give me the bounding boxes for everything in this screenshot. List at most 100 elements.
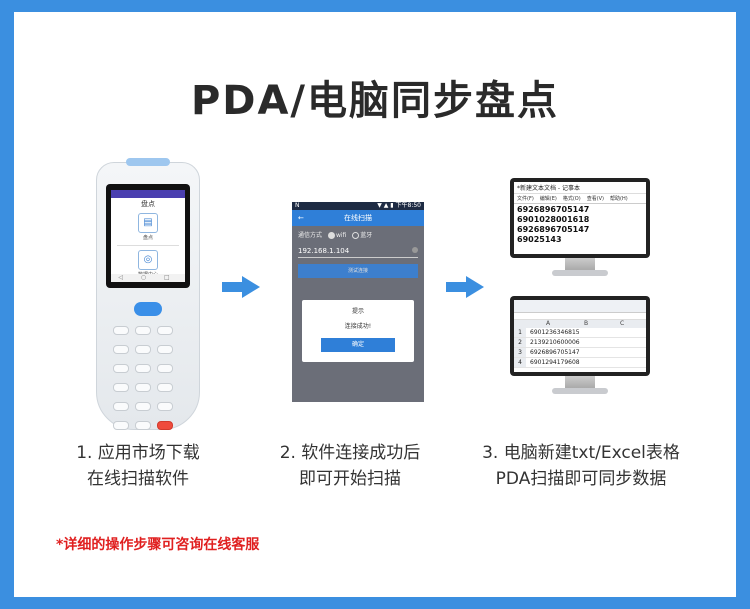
test-connection-button: 测试连接 (298, 264, 418, 278)
pda-screen: 盘点 ▤ 盘点 ◎ 数据中心 ◁ ○ □ (106, 184, 190, 288)
key (135, 364, 151, 373)
status-left: N (295, 202, 300, 209)
key (113, 421, 129, 430)
notepad-title: *新建文本文档 - 记事本 (514, 182, 646, 194)
radio-wifi (327, 232, 335, 239)
footnote: *详细的操作步骤可咨询在线客服 (56, 537, 260, 553)
monitor-base (552, 388, 608, 394)
phone-header: ← 在线扫描 (292, 210, 424, 226)
status-right: ▼ ▲ ▮ 下午8:50 (377, 202, 421, 209)
arrow-right-icon (222, 276, 260, 298)
key (157, 364, 173, 373)
pda-lcd: 盘点 ▤ 盘点 ◎ 数据中心 ◁ ○ □ (111, 190, 185, 282)
column-header: C (620, 320, 625, 327)
barcode-line: 6901028001618 (517, 215, 590, 224)
caption-line: 即可开始扫描 (299, 469, 401, 489)
excel-ribbon (514, 300, 646, 313)
key (113, 345, 129, 354)
menu-item: 帮助(H) (610, 196, 628, 202)
divider (117, 245, 179, 246)
monitor-base (552, 270, 608, 276)
content-panel: PDA/电脑同步盘点 盘点 ▤ 盘点 ◎ 数据中心 ◁ ○ □ (14, 12, 736, 597)
pda-nav-bar: ◁ ○ □ (111, 274, 185, 282)
key (157, 326, 173, 335)
pda-item-label: 盘点 (142, 235, 153, 241)
corner-cell (514, 320, 526, 328)
row-number: 3 (514, 348, 526, 357)
column-header-row: A B C (514, 320, 646, 328)
monitor-neck (565, 376, 595, 388)
row-number: 4 (514, 358, 526, 367)
phone-header-title: 在线扫描 (344, 214, 372, 222)
row-number: 2 (514, 338, 526, 347)
power-key (157, 421, 173, 430)
step3-caption: 3. 电脑新建txt/Excel表格 PDA扫描即可同步数据 (454, 440, 708, 492)
ip-value: 192.168.1.104 (298, 247, 350, 255)
keypad (110, 322, 186, 436)
comm-mode-row: 通信方式 wifi 蓝牙 (292, 226, 424, 243)
caption-line: 1. 应用市场下载 (76, 443, 200, 463)
page-title: PDA/电脑同步盘点 (190, 78, 560, 124)
monitor-frame: *新建文本文档 - 记事本 文件(F)编辑(E)格式(O)查看(V)帮助(H) … (510, 178, 650, 258)
notepad-menu: 文件(F) 编辑(E) 格式(O) 查看(V) 帮助(H) (514, 194, 646, 204)
key (113, 383, 129, 392)
step1-caption: 1. 应用市场下载 在线扫描软件 (48, 440, 228, 492)
comm-label: 通信方式 (298, 232, 323, 239)
caption-line: PDA扫描即可同步数据 (495, 469, 667, 489)
dialog-message: 连接成功! (344, 323, 372, 330)
key (135, 383, 151, 392)
pda-status-bar (111, 190, 185, 198)
cell-value: 2139210600006 (530, 339, 580, 346)
caption-line: 在线扫描软件 (87, 469, 189, 489)
cell-value: 6901294179608 (530, 359, 580, 366)
barcode-line: 6926896705147 (517, 205, 590, 214)
clear-icon (412, 247, 418, 253)
wifi-label: wifi (335, 232, 347, 239)
menu-item: 文件(F) (517, 196, 534, 202)
key (113, 402, 129, 411)
column-header: A (546, 320, 551, 327)
bluetooth-label: 蓝牙 (360, 232, 373, 239)
key (135, 345, 151, 354)
pda-app-title: 盘点 (141, 200, 155, 208)
phone-status-bar: N ▼ ▲ ▮ 下午8:50 (292, 202, 424, 210)
barcode-line: 6926896705147 (517, 225, 590, 234)
key (157, 345, 173, 354)
key (113, 326, 129, 335)
monitor-neck (565, 258, 595, 270)
monitor-notepad: *新建文本文档 - 记事本 文件(F)编辑(E)格式(O)查看(V)帮助(H) … (510, 178, 650, 284)
column-header: B (584, 320, 589, 327)
caption-line: 2. 软件连接成功后 (279, 443, 421, 463)
ip-field: 192.168.1.104 (298, 247, 418, 258)
key (135, 326, 151, 335)
success-dialog: 提示 连接成功! 确定 (302, 300, 414, 362)
dialog-ok-button: 确定 (321, 338, 395, 352)
step2-caption: 2. 软件连接成功后 即可开始扫描 (260, 440, 440, 492)
inventory-icon: ▤ (138, 213, 158, 233)
key (157, 402, 173, 411)
back-icon: ← (298, 214, 304, 222)
menu-item: 查看(V) (586, 196, 605, 202)
table-row: 4 6901294179608 (514, 358, 646, 368)
caption-line: 3. 电脑新建txt/Excel表格 (482, 443, 680, 463)
key (135, 421, 151, 430)
menu-item: 格式(O) (562, 196, 581, 202)
radio-bluetooth (352, 232, 360, 239)
pda-device-image: 盘点 ▤ 盘点 ◎ 数据中心 ◁ ○ □ (96, 158, 200, 430)
menu-item: 编辑(E) (539, 196, 557, 202)
cell-value: 6926896705147 (530, 349, 580, 356)
data-center-icon: ◎ (138, 250, 158, 270)
formula-bar (514, 313, 646, 320)
key (135, 402, 151, 411)
key (113, 364, 129, 373)
cell-value: 6901236346815 (530, 329, 580, 336)
notepad-content: 6926896705147 6901028001618 692689670514… (514, 204, 646, 246)
notepad-window: *新建文本文档 - 记事本 文件(F)编辑(E)格式(O)查看(V)帮助(H) … (514, 182, 646, 254)
pda-top-cap (126, 158, 170, 166)
phone-screenshot: N ▼ ▲ ▮ 下午8:50 ← 在线扫描 通信方式 wifi 蓝牙 192.1… (292, 202, 424, 402)
arrow-right-icon (446, 276, 484, 298)
